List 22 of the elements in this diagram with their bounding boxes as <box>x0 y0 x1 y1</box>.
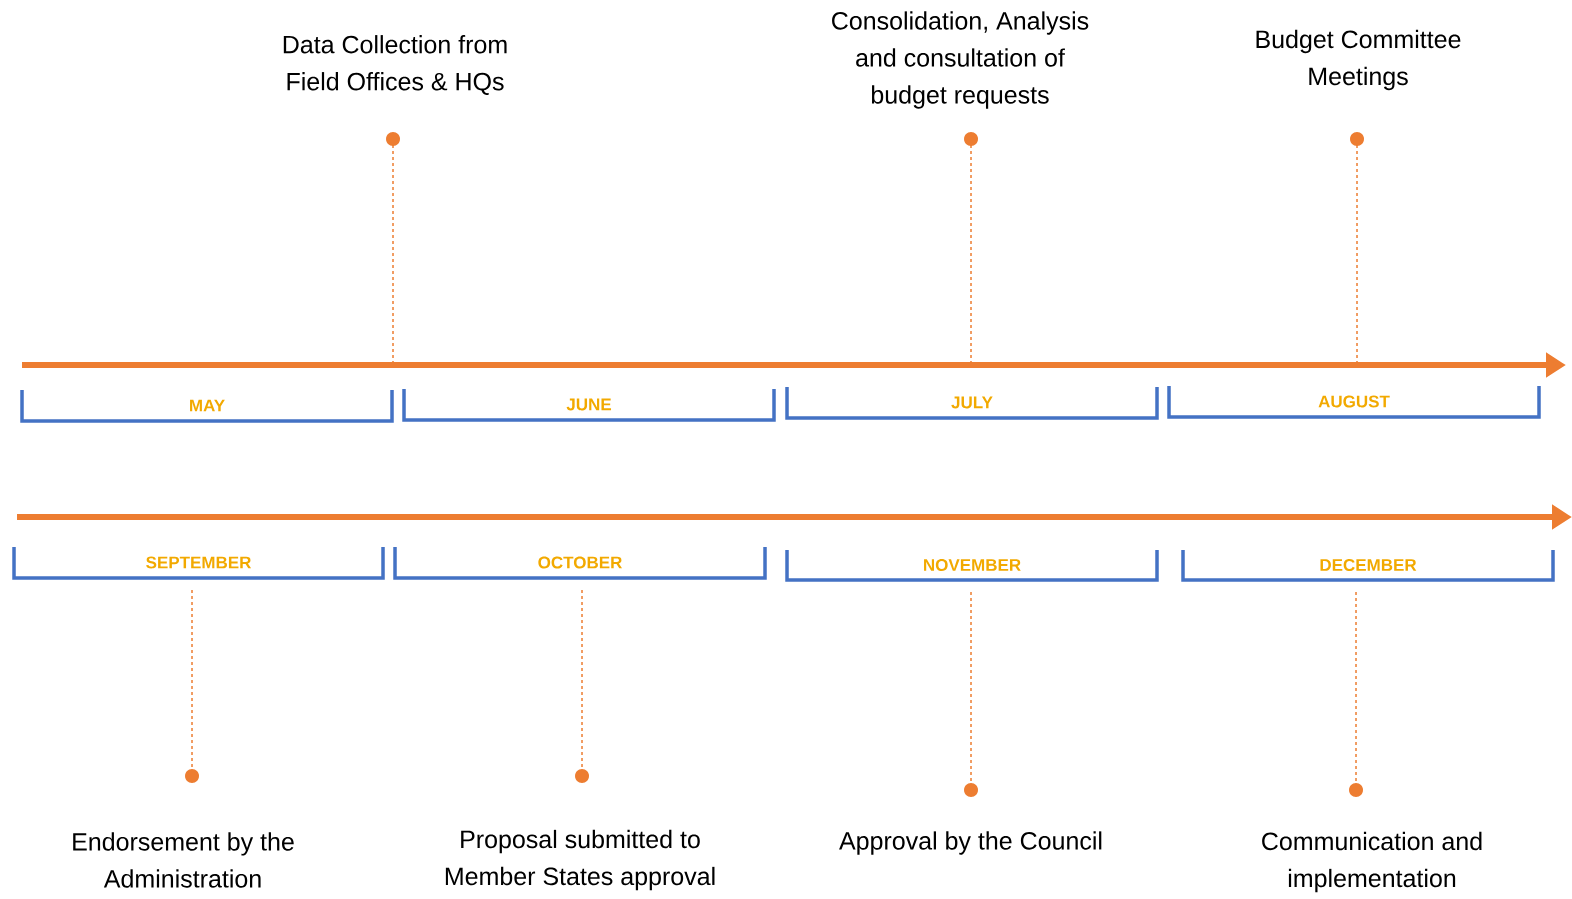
event-text: Communication and implementation <box>1262 831 1482 893</box>
leader-line <box>1349 591 1363 797</box>
event-text: Endorsement by the Administration <box>73 832 294 888</box>
month-bracket: DECEMBER <box>1181 550 1555 582</box>
month-bracket: JUNE <box>402 389 776 422</box>
month-bracket: MAY <box>20 390 394 423</box>
event-text: Consolidation, Analysis and consultation of budget requests <box>832 11 1089 109</box>
leader-line <box>575 589 589 783</box>
month-bracket: NOVEMBER <box>785 550 1159 582</box>
event-text: Budget Committee Meetings <box>1256 29 1461 91</box>
month-bracket: OCTOBER <box>393 547 767 580</box>
leader-line <box>964 132 978 363</box>
event-text: Data Collection from Field Offices & HQs <box>283 35 507 95</box>
leader-line <box>964 591 978 797</box>
month-bracket: AUGUST <box>1167 386 1541 419</box>
month-bracket: SEPTEMBER <box>12 547 385 580</box>
leader-line <box>386 132 400 363</box>
event-text: Approval by the Council <box>839 831 1102 855</box>
month-bracket: JULY <box>785 387 1159 420</box>
leader-line <box>185 589 199 783</box>
leader-line <box>1350 132 1364 363</box>
event-text: Proposal submitted to Member States approval <box>445 829 715 891</box>
